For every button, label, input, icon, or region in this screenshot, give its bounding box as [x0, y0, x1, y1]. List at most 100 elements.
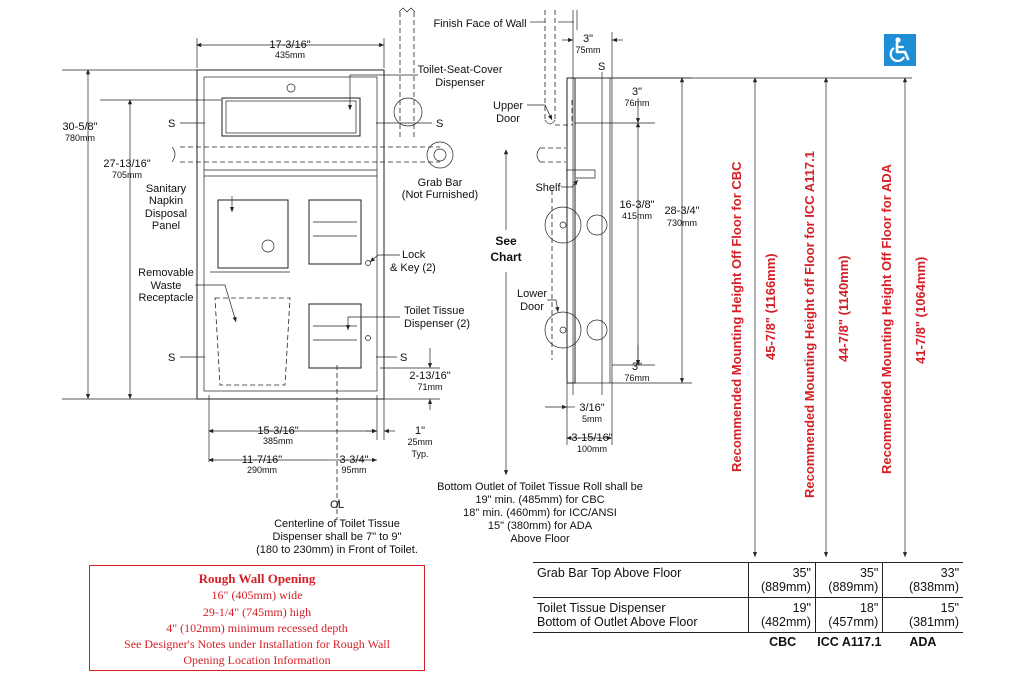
- table-header: CBC ICC A117.1 ADA: [533, 635, 963, 649]
- dim-3-3-4-mm: 95mm: [341, 465, 366, 475]
- outlet-note: 19" min. (485mm) for CBC: [475, 494, 604, 506]
- table-cell-ada: 33" (838mm): [882, 563, 963, 597]
- s-marker-side: S: [598, 61, 605, 73]
- rough-line: 16" (405mm) wide: [211, 588, 303, 603]
- table-cell-label: Grab Bar Top Above Floor: [537, 566, 682, 580]
- table-row: Toilet Tissue Dispenser Bottom of Outlet…: [533, 598, 963, 633]
- label-tissue: Dispenser (2): [404, 318, 470, 330]
- front-view: 17-3/16" 435mm 30-5/8" 780mm 27-13/16" 7…: [62, 7, 503, 556]
- header-cbc: CBC: [769, 635, 797, 649]
- ada-height-value: 41-7/8" (1064mm): [913, 257, 928, 364]
- label-napkin: Napkin: [149, 195, 183, 207]
- label-napkin: Sanitary: [146, 183, 187, 195]
- table-row: Grab Bar Top Above Floor 35" (889mm) 35"…: [533, 562, 963, 598]
- side-view: Finish Face of Wall 3" 75mm S 3" 76mm 16…: [433, 10, 700, 545]
- rough-line: 4" (102mm) minimum recessed depth: [166, 620, 348, 635]
- outlet-note: Above Floor: [510, 533, 570, 545]
- table-label-line: Bottom of Outlet Above Floor: [537, 615, 698, 629]
- s-marker: S: [436, 118, 443, 130]
- label-finish-face: Finish Face of Wall: [433, 18, 526, 30]
- table-cell-label: Toilet Tissue Dispenser Bottom of Outlet…: [533, 598, 748, 632]
- icc-height-value: 44-7/8" (1140mm): [836, 255, 851, 362]
- outlet-note: 18" min. (460mm) for ICC/ANSI: [463, 507, 617, 519]
- label-lower-door: Lower: [517, 288, 547, 300]
- ada-height-label: Recommended Mounting Height Off Floor fo…: [879, 163, 894, 474]
- table-label-line: Toilet Tissue Dispenser: [537, 601, 666, 615]
- table-cell-cbc: 35" (889mm): [747, 563, 815, 597]
- dim-2-13-16-mm: 71mm: [417, 382, 442, 392]
- s-marker: S: [400, 352, 407, 364]
- dim-1in-mm: 25mm: [407, 437, 432, 447]
- dim-3c-mm: 76mm: [624, 373, 649, 383]
- dim-3-15-16: 3-15/16": [571, 432, 612, 444]
- s-marker: S: [168, 118, 175, 130]
- rough-line: 29-1/4" (745mm) high: [202, 604, 312, 619]
- table-cell-ada: 15" (381mm): [882, 598, 963, 632]
- dim-3b-mm: 76mm: [624, 98, 649, 108]
- cbc-height-value: 45-7/8" (1166mm): [763, 253, 778, 360]
- dim-width-top-mm: 435mm: [275, 50, 305, 60]
- table-cell-icc: 35" (889mm): [814, 563, 882, 597]
- rough-line: Opening Location Information: [183, 653, 331, 668]
- dim-3-15-16-mm: 100mm: [577, 444, 607, 454]
- table-cell-cbc: 19" (482mm): [747, 598, 815, 632]
- dim-height-inner-mm: 705mm: [112, 170, 142, 180]
- dim-11-7-16-mm: 290mm: [247, 465, 277, 475]
- dim-3a-mm: 75mm: [575, 45, 600, 55]
- label-lock: & Key (2): [390, 262, 436, 274]
- label-tissue: Toilet Tissue: [404, 305, 465, 317]
- label-lower-door: Door: [520, 301, 544, 313]
- dim-3-16: 3/16": [579, 402, 604, 414]
- dim-3b: 3": [632, 86, 642, 98]
- rough-wall-opening-box: Rough Wall Opening 16" (405mm) wide 29-1…: [89, 565, 425, 671]
- icc-height-label: Recommended Mounting Height off Floor fo…: [802, 151, 817, 498]
- mounting-heights: Recommended Mounting Height Off Floor fo…: [612, 77, 928, 557]
- dim-15-3-16-mm: 385mm: [263, 436, 293, 446]
- label-waste: Removable: [138, 267, 194, 279]
- label-seat-cover: Dispenser: [435, 77, 485, 89]
- centerline-note: Centerline of Toilet Tissue: [274, 518, 400, 530]
- centerline-note: Dispenser shall be 7" to 9": [273, 531, 402, 543]
- dim-16-3-8: 16-3/8": [619, 199, 654, 211]
- mounting-table: Grab Bar Top Above Floor 35" (889mm) 35"…: [533, 562, 963, 649]
- dim-28-3-4-mm: 730mm: [667, 218, 697, 228]
- label-waste: Receptacle: [138, 292, 193, 304]
- label-upper-door: Upper: [493, 100, 523, 112]
- dim-28-3-4: 28-3/4": [664, 205, 699, 217]
- dim-16-3-8-mm: 415mm: [622, 211, 652, 221]
- outlet-note: 15" (380mm) for ADA: [488, 520, 593, 532]
- dim-3c: 3": [632, 361, 642, 373]
- header-icc: ICC A117.1: [817, 635, 882, 649]
- dim-height-outer-mm: 780mm: [65, 133, 95, 143]
- label-see-chart: Chart: [490, 250, 521, 264]
- wheelchair-icon: [884, 34, 916, 66]
- label-napkin: Panel: [152, 220, 180, 232]
- s-marker: S: [168, 352, 175, 364]
- label-see-chart: See: [495, 234, 517, 248]
- dim-height-inner: 27-13/16": [103, 158, 150, 170]
- dim-15-3-16: 15-3/16": [257, 425, 298, 437]
- dim-height-outer: 30-5/8": [62, 121, 97, 133]
- centerline-note: (180 to 230mm) in Front of Toilet.: [256, 544, 418, 556]
- dim-2-13-16: 2-13/16": [409, 370, 450, 382]
- header-ada: ADA: [909, 635, 937, 649]
- label-waste: Waste: [151, 280, 182, 292]
- cbc-height-label: Recommended Mounting Height Off Floor fo…: [729, 161, 744, 472]
- label-grab-bar: (Not Furnished): [402, 189, 478, 201]
- label-upper-door: Door: [496, 113, 520, 125]
- dim-3-16-mm: 5mm: [582, 414, 602, 424]
- dim-1in: 1": [415, 425, 425, 437]
- label-napkin: Disposal: [145, 208, 187, 220]
- dim-3-3-4: 3-3/4": [340, 454, 369, 466]
- centerline-symbol: C̸L: [330, 499, 344, 511]
- outlet-note: Bottom Outlet of Toilet Tissue Roll shal…: [437, 481, 643, 493]
- dim-11-7-16: 11-7/16": [242, 454, 282, 466]
- rough-line: See Designer's Notes under Installation …: [124, 637, 390, 652]
- dim-3a: 3": [583, 33, 593, 45]
- table-cell-icc: 18" (457mm): [814, 598, 882, 632]
- dim-typ: Typ.: [411, 449, 428, 459]
- label-lock: Lock: [402, 249, 426, 261]
- label-grab-bar: Grab Bar: [418, 177, 463, 189]
- rough-title: Rough Wall Opening: [198, 571, 316, 586]
